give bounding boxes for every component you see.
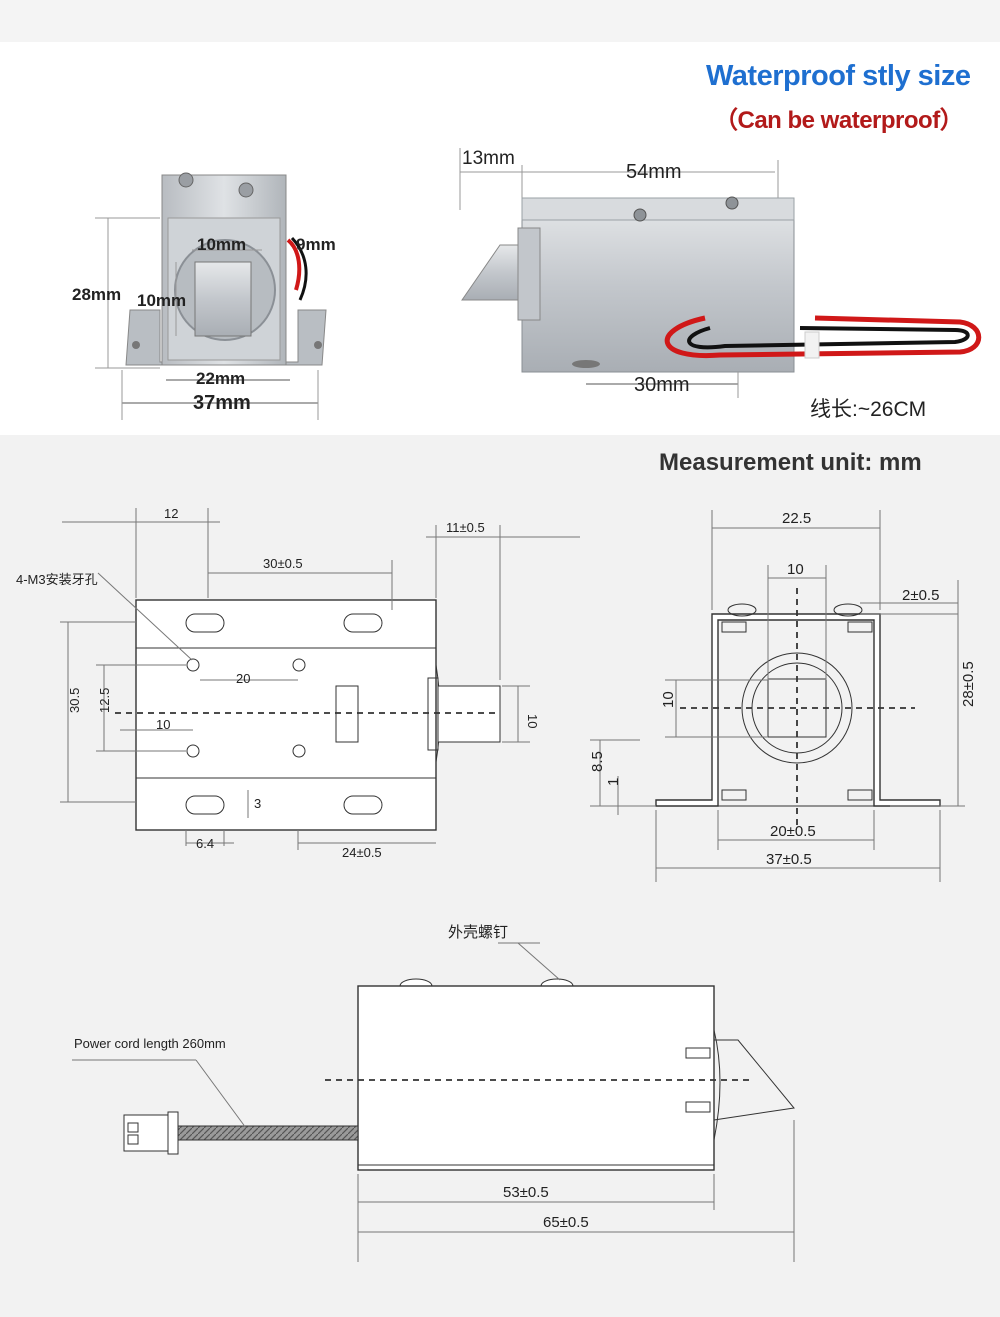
dim-11: 11±0.5 — [446, 520, 485, 535]
dim-22-5: 22.5 — [782, 510, 811, 527]
page-title: Waterproof stly size — [706, 60, 971, 92]
drawing-side-view — [72, 942, 795, 1262]
dim-12-5: 12.5 — [97, 688, 112, 713]
dim-24: 24±0.5 — [342, 845, 382, 860]
dim-10-left-end: 10 — [660, 691, 677, 708]
photo-side-view: 13mm 54mm 30mm 线长:~26CM — [459, 148, 982, 421]
top-view-labels: 12 11±0.5 30±0.5 4-M3安装牙孔 20 30.5 12.5 1… — [16, 506, 540, 860]
drawing-top-view — [60, 508, 580, 850]
dim-28: 28±0.5 — [960, 661, 977, 707]
dim-20-end: 20±0.5 — [770, 823, 816, 840]
photo-dim-10-top: 10mm — [197, 235, 246, 254]
photo-dim-13: 13mm — [462, 148, 515, 169]
dim-1: 1 — [605, 778, 622, 786]
photo-dim-37: 37mm — [193, 392, 251, 414]
dim-12: 12 — [164, 506, 178, 521]
end-view-labels: 22.5 10 2±0.5 10 28±0.5 8.5 1 20±0.5 37±… — [589, 510, 977, 868]
dim-8-5: 8.5 — [589, 751, 606, 772]
screw-hole-note: 4-M3安装牙孔 — [16, 572, 98, 587]
dim-53: 53±0.5 — [503, 1184, 549, 1201]
dim-65: 65±0.5 — [543, 1214, 589, 1231]
photo-dim-9: 9mm — [296, 235, 336, 254]
drawing-end-view — [590, 510, 965, 882]
top-band — [0, 0, 1000, 42]
dim-30-5: 30.5 — [67, 688, 82, 713]
dim-20: 20 — [236, 671, 250, 686]
photo-dim-54: 54mm — [626, 161, 682, 183]
photo-front-view: 28mm 10mm 9mm 10mm 22mm 37mm — [72, 172, 336, 420]
measurement-unit-label: Measurement unit: mm — [659, 449, 922, 476]
dim-37: 37±0.5 — [766, 851, 812, 868]
photo-dim-28: 28mm — [72, 285, 121, 304]
power-cord-label: Power cord length 260mm — [74, 1036, 226, 1051]
dim-2: 2±0.5 — [902, 587, 939, 604]
dim-10-top-end: 10 — [787, 561, 804, 578]
photo-dim-22: 22mm — [196, 369, 245, 388]
dim-10-plunger: 10 — [525, 714, 540, 728]
side-view-labels: 外壳螺钉 Power cord length 260mm 53±0.5 65±0… — [74, 924, 589, 1231]
page-subtitle: （Can be waterproof） — [714, 107, 964, 134]
dim-6-4: 6.4 — [196, 836, 214, 851]
photo-dim-30: 30mm — [634, 374, 690, 396]
dim-3: 3 — [254, 796, 261, 811]
dim-30: 30±0.5 — [263, 556, 303, 571]
wire-length-label: 线长:~26CM — [810, 398, 926, 421]
photo-dim-10-side: 10mm — [137, 291, 186, 310]
dim-10-inner: 10 — [156, 717, 170, 732]
shell-screw-label: 外壳螺钉 — [448, 924, 508, 941]
